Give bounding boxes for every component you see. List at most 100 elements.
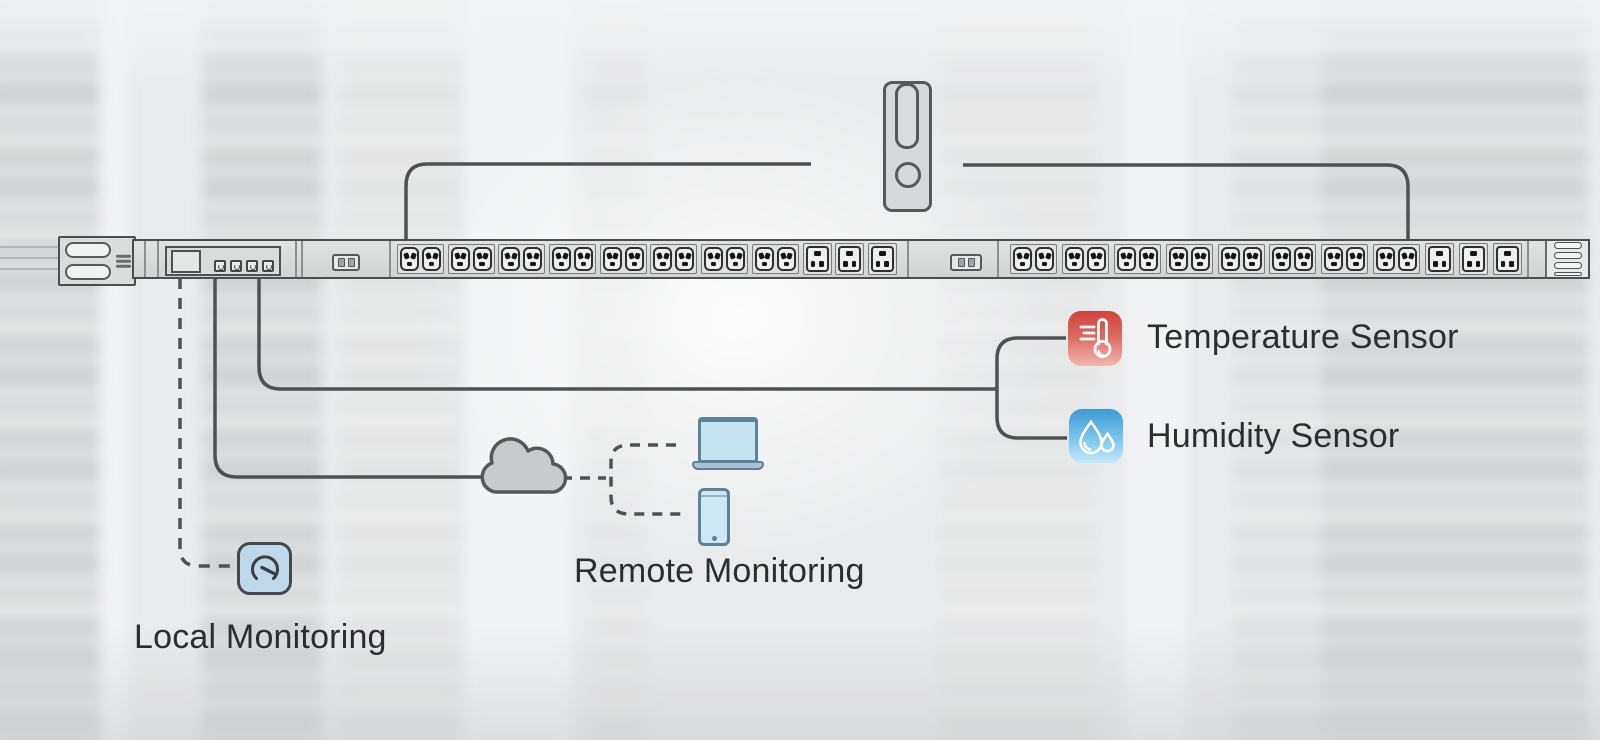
pdu-button: [262, 260, 274, 272]
c13-outlet-pair: [1010, 244, 1057, 274]
bracket-hinge: [116, 254, 131, 268]
c19-outlet: [835, 243, 865, 275]
c13-outlet: [1035, 247, 1054, 271]
c13-outlet-pair: [1217, 244, 1265, 274]
c13-outlet: [1116, 247, 1136, 271]
temperature-tile: [1068, 311, 1122, 366]
laptop-screen: [698, 417, 758, 463]
pdu-to-cloud-line: [213, 278, 483, 479]
vent-louvre: [1553, 272, 1582, 276]
humidity-sensor-label: Humidity Sensor: [1147, 417, 1400, 455]
c13-outlet: [574, 247, 594, 271]
pdu-to-local-dashed-line: [178, 278, 233, 568]
temperature-sensor-label: Temperature Sensor: [1147, 318, 1459, 356]
rack-mount-lines: [0, 246, 58, 270]
c13-outlet: [501, 247, 521, 271]
pdu-end-cap: [1545, 241, 1588, 277]
smartphone-icon: [698, 488, 730, 546]
panel-divider: [389, 241, 391, 277]
panel-divider: [144, 241, 146, 277]
c19-socket: [805, 246, 829, 272]
pdu-buttons: [214, 260, 274, 272]
laptop-base: [692, 461, 764, 470]
c13-outlet: [523, 247, 543, 271]
pdu-button: [246, 260, 258, 272]
sensor-probe: [883, 81, 932, 212]
c13-outlet: [1013, 247, 1032, 271]
c13-outlet: [726, 247, 746, 271]
c13-outlet: [1086, 247, 1106, 271]
c19-outlet: [867, 243, 897, 275]
c19-socket: [1462, 246, 1486, 272]
c13-outlet: [552, 247, 572, 271]
pdu-lcd-screen: [171, 250, 201, 273]
panel-divider: [295, 241, 297, 277]
pdu-to-sensors-line: [257, 278, 997, 391]
c13-outlet-pair: [701, 244, 749, 274]
probe-to-pdu-right-line: [963, 163, 1410, 240]
local-monitoring-tile: [237, 542, 292, 595]
outlet-bank-2: [1010, 243, 1522, 275]
c13-outlet: [1064, 247, 1084, 271]
laptop-icon: [692, 417, 764, 470]
c13-outlet-pair: [751, 244, 799, 274]
c13-outlet: [400, 247, 419, 271]
c13-outlet-pair: [498, 244, 546, 274]
c19-outlet: [1459, 243, 1489, 275]
c13-outlet: [472, 247, 492, 271]
c13-outlet-pair: [650, 244, 698, 274]
probe-slot: [895, 83, 919, 149]
c13-outlet: [1376, 247, 1396, 271]
c13-outlet: [1346, 247, 1366, 271]
circuit-breaker: [950, 254, 982, 271]
rack-pdu: [58, 236, 1592, 286]
c13-outlet-pair: [549, 244, 597, 274]
c19-socket: [870, 246, 894, 272]
c19-socket: [1495, 246, 1519, 272]
panel-divider: [997, 241, 999, 277]
c13-outlet: [1168, 247, 1188, 271]
c13-outlet-pair: [1061, 244, 1109, 274]
pdu-body: [132, 239, 1590, 279]
c13-outlet: [675, 247, 695, 271]
c13-outlet: [1294, 247, 1314, 271]
c19-outlet: [1425, 243, 1455, 275]
c13-outlet-pair: [1321, 244, 1369, 274]
c13-outlet: [1242, 247, 1262, 271]
c19-outlet: [1492, 243, 1522, 275]
c13-outlet: [450, 247, 470, 271]
local-monitoring-label: Local Monitoring: [134, 618, 387, 656]
c13-outlet: [624, 247, 644, 271]
c13-outlet: [1398, 247, 1418, 271]
mounting-bracket: [58, 236, 136, 286]
probe-to-pdu-left-line: [404, 162, 811, 240]
c13-outlet: [422, 247, 441, 271]
c13-outlet-pair: [1165, 244, 1213, 274]
c13-outlet: [1138, 247, 1158, 271]
vent-louvre: [1553, 262, 1582, 269]
panel-divider: [157, 241, 159, 277]
c13-outlet-pair: [599, 244, 647, 274]
c19-outlet: [802, 243, 832, 275]
probe-sensor-eye: [895, 162, 921, 188]
bracket-slot: [65, 264, 111, 280]
c13-outlet: [754, 247, 774, 271]
vent-louvre: [1553, 252, 1582, 259]
circuit-breaker: [332, 254, 360, 271]
panel-divider: [1527, 241, 1529, 277]
c19-socket: [1428, 246, 1452, 272]
c13-outlet: [1272, 247, 1292, 271]
c13-outlet: [776, 247, 796, 271]
gauge-icon: [250, 554, 279, 580]
pdu-display-module: [165, 246, 281, 276]
c13-outlet: [653, 247, 673, 271]
bracket-slot: [65, 242, 111, 258]
floor-shadow: [0, 622, 1600, 740]
thermometer-icon: [1079, 318, 1112, 358]
vent-louvre: [1553, 242, 1582, 249]
c13-outlet-pair: [1373, 244, 1421, 274]
c13-outlet: [1220, 247, 1240, 271]
